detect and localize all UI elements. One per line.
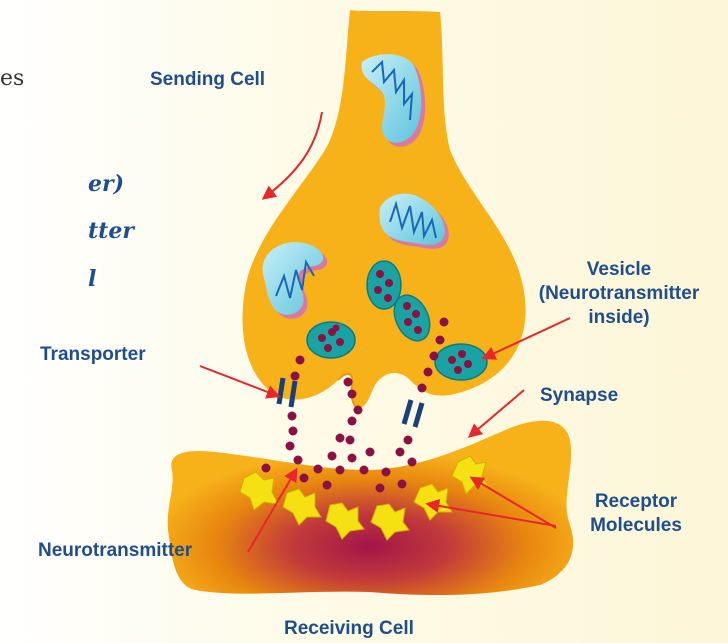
receiving-cell-label: Receiving Cell (284, 617, 414, 641)
receptor-molecules-label: Receptor Molecules (576, 490, 696, 538)
synapse-label: Synapse (540, 384, 618, 408)
vesicle (307, 322, 355, 358)
vesicle-label: Vesicle (Neurotransmitter inside) (514, 258, 724, 330)
vesicle (435, 344, 487, 380)
neurotransmitter-label: Neurotransmitter (38, 539, 192, 563)
sending-cell-label: Sending Cell (150, 68, 265, 92)
receiving-cell (168, 421, 573, 595)
transporter-right (404, 400, 422, 427)
transporter-label: Transporter (40, 343, 146, 367)
